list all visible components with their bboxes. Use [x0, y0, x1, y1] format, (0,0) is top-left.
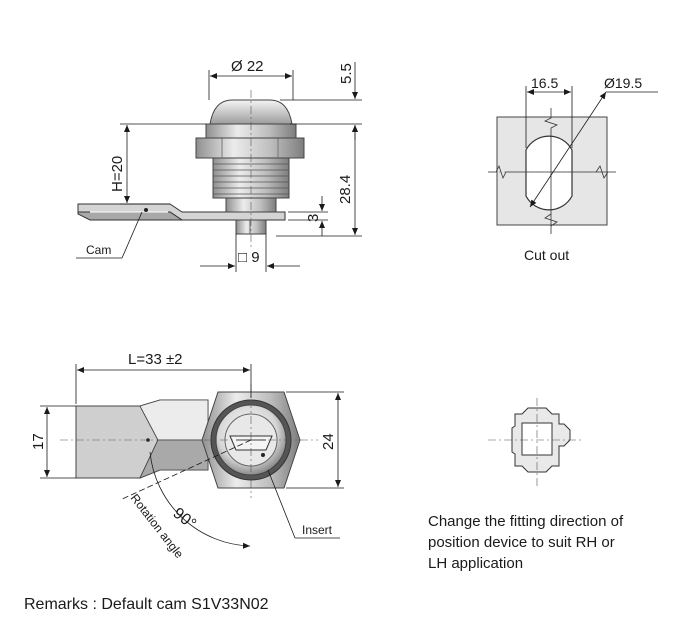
label-cam: Cam: [86, 243, 111, 257]
lock-side-view: [77, 90, 305, 250]
dim-17: [40, 405, 76, 479]
label-28-4: 28.4: [337, 175, 354, 204]
dim-square-9: [200, 234, 300, 272]
cutout-caption: Cut out: [524, 247, 569, 263]
dim-3: [288, 196, 328, 236]
fitting-note-line3: LH application: [428, 555, 524, 572]
fitting-note-line2: position device to suit RH or: [428, 534, 615, 551]
leader-insert: [267, 469, 340, 539]
label-insert: Insert: [302, 523, 333, 537]
position-device-diagram: [488, 398, 584, 488]
label-length-33: L=33 ±2: [128, 351, 183, 368]
fitting-note: Change the fitting direction of position…: [428, 511, 623, 574]
label-square-9: □ 9: [238, 249, 260, 266]
label-dia-22: Ø 22: [231, 58, 264, 75]
leader-cam: [76, 211, 143, 259]
dim-24: [286, 391, 344, 489]
dim-length-33: [75, 364, 252, 404]
cutout-diagram: [488, 108, 616, 234]
label-rotation-angle: Rotation angle: [128, 491, 187, 561]
rotation-arc: [119, 439, 252, 549]
label-17: 17: [30, 433, 47, 450]
dim-28-4: [276, 125, 362, 237]
fitting-note-line1: Change the fitting direction of: [428, 513, 624, 530]
label-dia-19-5: Ø19.5: [604, 75, 642, 91]
label-3: 3: [305, 214, 322, 222]
remarks-text: Remarks : Default cam S1V33N02: [24, 596, 269, 613]
dim-diameter-19-5: [529, 91, 658, 208]
label-16-5: 16.5: [531, 75, 558, 91]
label-5-5: 5.5: [338, 63, 355, 84]
label-h-20: H=20: [109, 156, 126, 192]
label-24: 24: [320, 433, 337, 450]
lock-front-view: [60, 384, 318, 498]
dim-h-20: [120, 123, 206, 205]
dim-diameter-22: [208, 70, 294, 100]
